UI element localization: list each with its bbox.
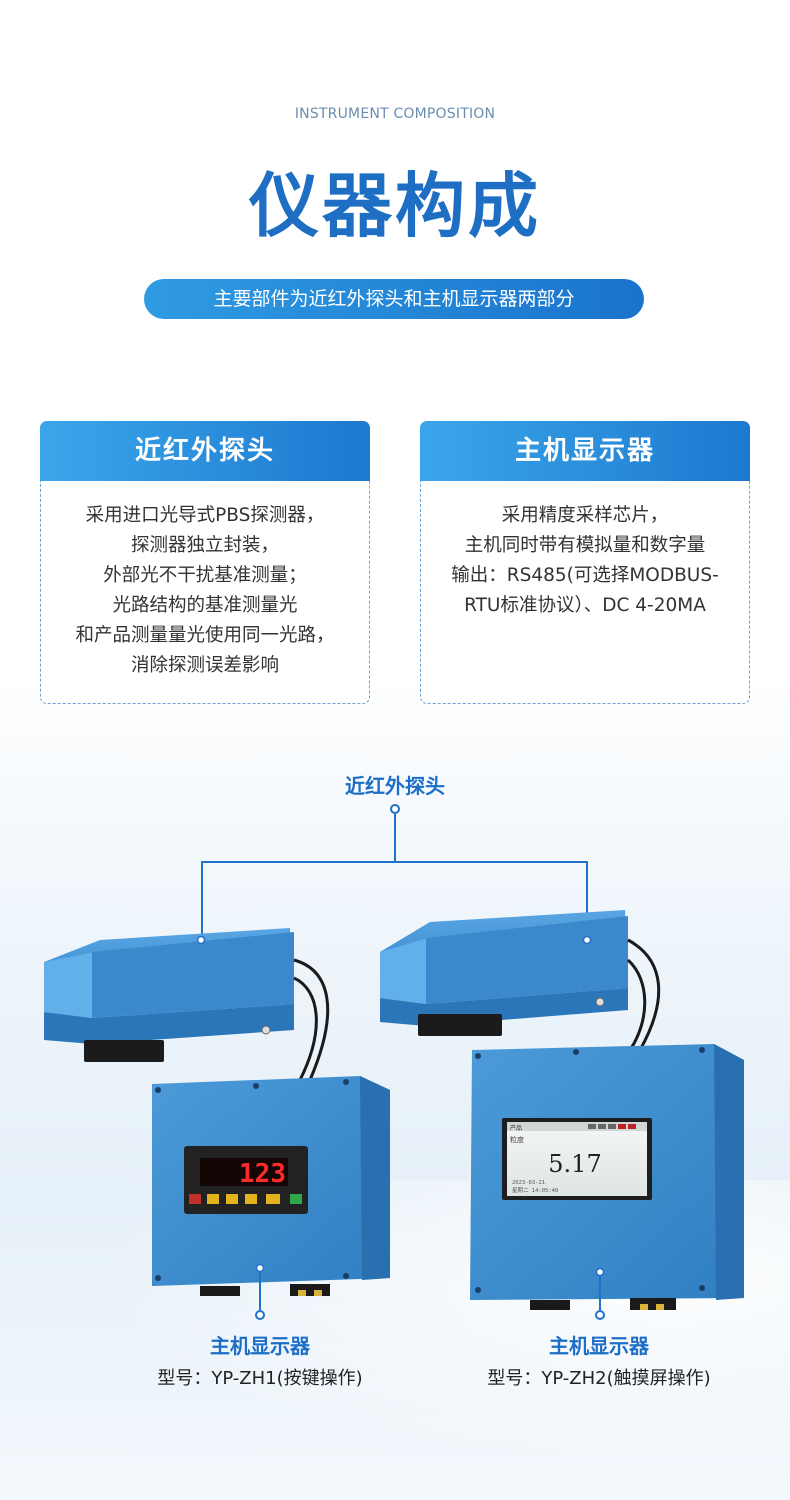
probe-card-line: 采用进口光导式PBS探测器， bbox=[85, 505, 325, 526]
connector-dot bbox=[255, 1310, 265, 1320]
connector-line bbox=[201, 861, 588, 863]
right-probe-head bbox=[380, 910, 661, 1051]
host-info-card: 主机显示器 采用精度采样芯片， 主机同时带有模拟量和数字量 输出：RS485(可… bbox=[420, 421, 750, 705]
probe-card-line: 外部光不干扰基准测量； bbox=[103, 565, 307, 586]
screen-time: 星期二 14:05:40 bbox=[512, 1187, 558, 1194]
host-card-body: 采用精度采样芯片， 主机同时带有模拟量和数字量 输出：RS485(可选择MODB… bbox=[420, 481, 750, 704]
host-card-line: RTU标准协议）、DC 4-20MA bbox=[464, 595, 706, 616]
host-card-line: 主机同时带有模拟量和数字量 bbox=[464, 535, 706, 556]
host-card-title: 主机显示器 bbox=[420, 421, 750, 481]
host-callout-dot bbox=[595, 1267, 605, 1277]
host2-name: 主机显示器 bbox=[549, 1334, 649, 1358]
connector-line bbox=[394, 814, 396, 862]
probe-card-line: 探测器独立封装， bbox=[130, 535, 279, 556]
right-host-box: 产品 粒度 5.17 2023-03-21 星期二 14:05:40 bbox=[470, 1044, 744, 1310]
host1-name: 主机显示器 bbox=[210, 1334, 310, 1358]
screen-value: 5.17 bbox=[548, 1150, 601, 1178]
probe-card-title: 近红外探头 bbox=[40, 421, 370, 481]
screen-sub-label: 粒度 bbox=[510, 1135, 524, 1144]
host1-model: 型号：YP-ZH1(按键操作) bbox=[157, 1368, 363, 1389]
led-readout: 123 bbox=[239, 1159, 286, 1189]
screen-top-label: 产品 bbox=[510, 1124, 522, 1132]
probe-diagram-label: 近红外探头 bbox=[345, 774, 445, 798]
probe-card-line: 和产品测量量光使用同一光路， bbox=[75, 625, 335, 646]
probe-info-card: 近红外探头 采用进口光导式PBS探测器， 探测器独立封装， 外部光不干扰基准测量… bbox=[40, 421, 370, 705]
connector-line bbox=[586, 861, 588, 937]
device-illustration: 123 产品 bbox=[44, 910, 744, 1310]
host2-model: 型号：YP-ZH2(触摸屏操作) bbox=[487, 1368, 711, 1389]
subtitle-pill: 主要部件为近红外探头和主机显示器两部分 bbox=[144, 279, 644, 319]
probe-card-line: 光路结构的基准测量光 bbox=[112, 595, 298, 616]
left-probe-head bbox=[44, 928, 330, 1081]
probe-callout-dot bbox=[196, 935, 206, 945]
connector-line bbox=[259, 1272, 261, 1310]
probe-callout-dot bbox=[582, 935, 592, 945]
connector-line bbox=[599, 1276, 601, 1310]
screen-date: 2023-03-21 bbox=[512, 1180, 545, 1186]
connector-dot bbox=[390, 804, 400, 814]
left-host-box: 123 bbox=[152, 1076, 390, 1296]
host-card-line: 输出：RS485(可选择MODBUS- bbox=[451, 565, 719, 586]
page-title: 仪器构成 bbox=[249, 165, 541, 247]
probe-card-body: 采用进口光导式PBS探测器， 探测器独立封装， 外部光不干扰基准测量； 光路结构… bbox=[40, 481, 370, 704]
eyebrow-text: INSTRUMENT COMPOSITION bbox=[294, 106, 496, 122]
probe-card-line: 消除探测误差影响 bbox=[130, 655, 279, 676]
connector-line bbox=[201, 861, 203, 937]
host-callout-dot bbox=[255, 1263, 265, 1273]
connector-dot bbox=[595, 1310, 605, 1320]
host-card-line: 采用精度采样芯片， bbox=[501, 505, 669, 526]
